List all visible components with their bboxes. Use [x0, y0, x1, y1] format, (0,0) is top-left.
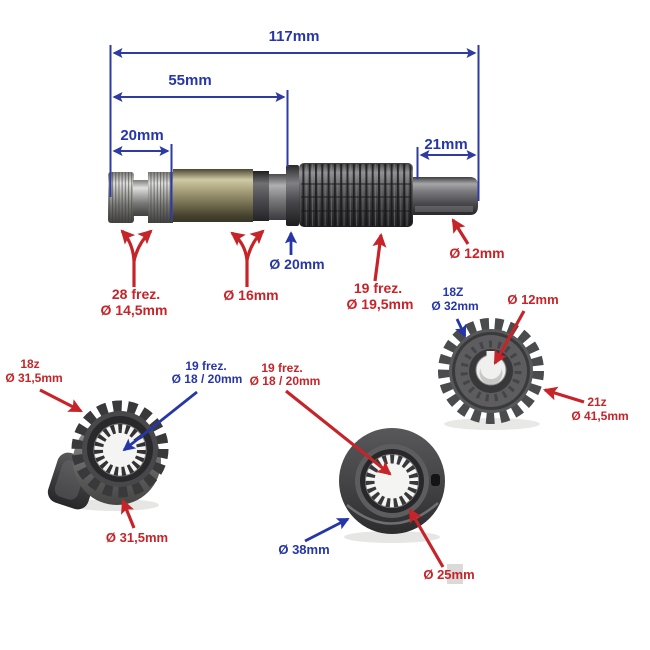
shaft-tip-dia-label: Ø 12mm	[449, 245, 505, 261]
shaft-dark-ring	[253, 171, 269, 221]
arrow-ratchet-teeth	[39, 388, 83, 413]
ratchet-teeth-count-label: 18z	[20, 357, 40, 371]
ratchet-shadow	[71, 499, 159, 511]
washer-shadow	[344, 531, 440, 543]
shaft-main-spline-count-label: 19 frez.	[353, 280, 403, 296]
ratchet-teeth-dia-label: Ø 31,5mm	[5, 371, 63, 385]
arrow-gear-outer	[542, 386, 585, 404]
ratchet-teeth	[71, 400, 169, 498]
dim-total-label: 117mm	[268, 28, 320, 45]
shaft-left-spline-1-grooves	[108, 172, 134, 223]
arrow-gear-bore	[493, 310, 526, 365]
blue-annotation-arrows	[122, 231, 467, 543]
dim-left-spline-label: 20mm	[120, 127, 164, 144]
shaft-flange	[286, 165, 299, 226]
ratchet-internal-splines	[94, 424, 146, 476]
shaft-left-spline-2-grooves	[148, 172, 173, 223]
shaft-main-spline-bands	[301, 183, 411, 212]
arrow-tip-dia	[451, 218, 470, 245]
arrow-washer-splines	[285, 389, 392, 476]
gear-bore-dia-label: Ø 12mm	[507, 292, 559, 307]
dim-right-end-label: 21mm	[424, 136, 468, 153]
washer-spline-dia-label: Ø 18 / 20mm	[249, 374, 321, 388]
washer-slot-hole	[431, 474, 440, 486]
ratchet-spline-count-label: 19 frez.	[185, 359, 227, 373]
washer-outer-dia-label: Ø 38mm	[278, 542, 330, 557]
shaft-body-dia-label: Ø 16mm	[223, 287, 279, 303]
pinion-gear-shadow	[444, 418, 540, 430]
arrow-ratchet-outer	[120, 499, 136, 529]
watermark-artifact	[447, 564, 463, 584]
shaft-end-reflection	[415, 206, 473, 212]
gear-inner-dia-label: Ø 32mm	[431, 299, 479, 313]
arrow-28frez-right	[132, 229, 153, 262]
shaft-neck	[133, 180, 149, 216]
arrow-washer-outer	[304, 517, 350, 543]
arrow-16-right	[245, 229, 265, 261]
ratchet-spline-dia-label: Ø 18 / 20mm	[171, 372, 243, 386]
red-annotation-arrows	[39, 218, 585, 568]
washer-spline-count-label: 19 frez.	[261, 361, 303, 375]
shaft-brass-sleeve	[173, 169, 253, 222]
shaft-main-spline-dia-label: Ø 19,5mm	[346, 296, 414, 312]
shaft-flange-dia-label: Ø 20mm	[269, 256, 325, 272]
dim-mid-label: 55mm	[168, 72, 212, 89]
ratchet-outer-dia-label: Ø 31,5mm	[105, 530, 169, 545]
pinion-gear-photo	[438, 318, 544, 430]
shaft-main-spline-grooves	[300, 164, 412, 226]
shaft-gray-ring	[269, 174, 286, 220]
shaft-left-spline-count-label: 28 frez.	[111, 286, 161, 302]
pinion-gear-face-ticks	[460, 340, 522, 402]
dimension-lines	[109, 45, 480, 220]
shaft-photo	[108, 163, 478, 227]
arrow-washer-hub	[408, 508, 445, 568]
arrow-ratchet-splines	[122, 390, 198, 452]
pinion-gear-bore-center	[480, 358, 502, 379]
shaft-end-journal	[413, 177, 478, 215]
gear-outer-dia-label: Ø 41,5mm	[571, 409, 629, 423]
washer-rim-highlight	[346, 502, 439, 525]
pinion-gear-keyway	[486, 351, 496, 361]
arrow-gear-inner	[454, 318, 467, 338]
arrow-28frez-left	[120, 229, 136, 262]
washer-hub-dia-label: Ø 25mm	[423, 567, 475, 582]
arrow-16-left	[230, 231, 249, 261]
arrow-19frez	[372, 232, 387, 282]
gear-outer-teeth-label: 21z	[587, 395, 607, 409]
washer-internal-splines	[365, 454, 419, 508]
gear-inner-teeth-label: 18Z	[442, 285, 464, 299]
ratchet-collar-photo	[47, 400, 169, 511]
shaft-left-spline-dia-label: Ø 14,5mm	[100, 302, 168, 318]
pinion-gear-teeth	[438, 318, 544, 424]
